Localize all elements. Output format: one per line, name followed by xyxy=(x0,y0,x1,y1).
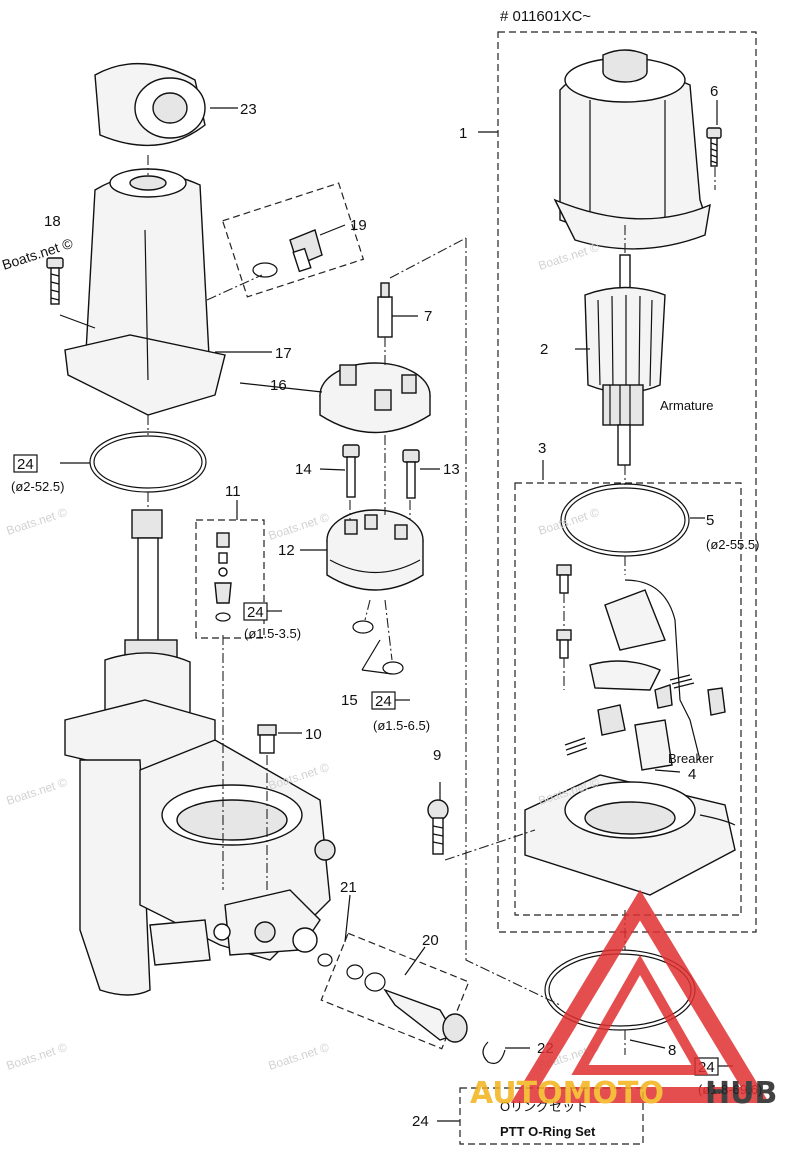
filler-plug-box xyxy=(221,182,365,298)
svg-text:Boats.net ©: Boats.net © xyxy=(537,505,601,538)
part-label-1: 1 xyxy=(459,125,467,142)
callout-o-ring-6: 24 (ø1.5-6.5) xyxy=(371,691,430,733)
part-label-3: 3 xyxy=(538,440,546,457)
part-label-18: 18 xyxy=(44,213,61,230)
part-label-4: 4 xyxy=(688,766,696,783)
serial-number: # 011601XC~ xyxy=(500,8,591,25)
callout-o-ring-52: 24 (ø2-52.5) xyxy=(11,454,64,494)
bolt-14 xyxy=(342,444,360,498)
part-label-11: 11 xyxy=(225,483,241,500)
part-label-20: 20 xyxy=(422,932,439,949)
svg-text:(ø2-52.5): (ø2-52.5) xyxy=(11,479,64,494)
armature xyxy=(584,254,666,466)
reservoir xyxy=(64,168,226,416)
circlip-22 xyxy=(482,1041,506,1065)
part-label-13: 13 xyxy=(443,461,460,478)
svg-text:Boats.net ©: Boats.net © xyxy=(267,1040,331,1073)
reservoir-cap xyxy=(94,62,206,147)
valve-block-16 xyxy=(319,362,431,434)
automotohub-logo: AUTOMOTO HUB xyxy=(470,889,777,1111)
bolt-9 xyxy=(427,799,449,855)
part-label-15: 15 xyxy=(341,692,358,709)
o-ring-15a xyxy=(352,620,374,634)
svg-text:Boats.net ©: Boats.net © xyxy=(5,775,69,808)
part-label-24: 24 xyxy=(412,1113,429,1130)
valve-7 xyxy=(377,282,393,338)
svg-text:Boats.net ©: Boats.net © xyxy=(0,235,75,273)
svg-text:24: 24 xyxy=(375,693,392,710)
part-label-10: 10 xyxy=(305,726,322,743)
tilt-cylinder xyxy=(64,509,336,996)
svg-text:Boats.net ©: Boats.net © xyxy=(5,505,69,538)
filler-plug xyxy=(252,229,323,278)
svg-text:24: 24 xyxy=(247,604,264,621)
part-label-19: 19 xyxy=(350,217,367,234)
svg-text:Boats.net ©: Boats.net © xyxy=(537,240,601,273)
part-label-23: 23 xyxy=(240,101,257,118)
armature-label: Armature xyxy=(660,398,713,413)
part-label-7: 7 xyxy=(424,308,432,325)
part-label-9: 9 xyxy=(433,747,441,764)
size-label-5: (ø2-55.5) xyxy=(706,537,759,552)
part-label-2: 2 xyxy=(540,341,548,358)
legend-english: PTT O-Ring Set xyxy=(500,1124,596,1139)
manual-valve-20 xyxy=(317,953,468,1043)
bolt-13 xyxy=(402,449,420,499)
brand-text-right: HUB xyxy=(705,1076,777,1111)
svg-text:24: 24 xyxy=(17,456,34,473)
part-label-5: 5 xyxy=(706,512,714,529)
brush-holder-parts xyxy=(556,564,726,771)
screw-6 xyxy=(706,127,722,167)
valve-11-box xyxy=(195,519,265,639)
brand-text-left: AUTOMOTO xyxy=(470,1076,664,1111)
part-label-8: 8 xyxy=(668,1042,676,1059)
fitting-10 xyxy=(257,724,277,754)
o-ring-15b xyxy=(382,661,404,675)
part-label-21: 21 xyxy=(340,879,357,896)
breaker-label: Breaker xyxy=(668,751,714,766)
callout-o-ring-3: 24 (ø1.5-3.5) xyxy=(243,602,301,641)
motor-housing xyxy=(553,49,711,250)
svg-text:(ø1.5-3.5): (ø1.5-3.5) xyxy=(244,626,301,641)
check-valve-11 xyxy=(214,532,232,622)
motor-base xyxy=(524,774,736,896)
part-label-17: 17 xyxy=(275,345,292,362)
part-label-14: 14 xyxy=(295,461,312,478)
part-label-6: 6 xyxy=(710,83,718,100)
o-ring-52 xyxy=(89,431,207,493)
pump-12 xyxy=(326,509,424,591)
svg-text:(ø1.5-6.5): (ø1.5-6.5) xyxy=(373,718,430,733)
part-label-16: 16 xyxy=(270,377,287,394)
part-label-12: 12 xyxy=(278,542,295,559)
svg-text:Boats.net ©: Boats.net © xyxy=(267,510,331,543)
bolt-18 xyxy=(46,257,64,305)
svg-text:Boats.net ©: Boats.net © xyxy=(5,1040,69,1073)
